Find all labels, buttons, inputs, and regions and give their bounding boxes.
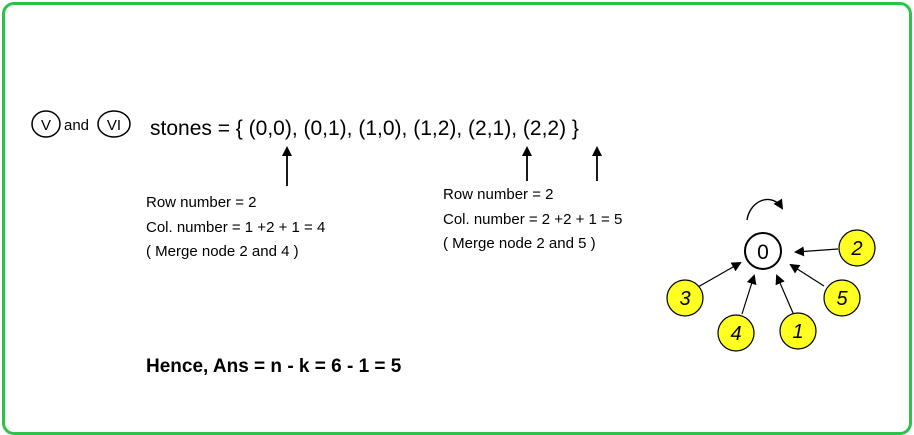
graph-node-2-label: 2 <box>850 238 862 260</box>
edge-1-to-0 <box>775 274 794 314</box>
graph-node-4-label: 4 <box>730 323 741 345</box>
marker-v-label: V <box>41 117 51 134</box>
conclusion-text: Hence, Ans = n - k = 6 - 1 = 5 <box>146 356 402 377</box>
marker-v-circle <box>31 110 61 138</box>
edge-4-to-0 <box>741 274 757 315</box>
graph-node-5 <box>823 279 861 317</box>
graph-node-3 <box>666 279 704 317</box>
graph-node-3-label: 3 <box>679 288 690 310</box>
stones-set: stones = { (0,0), (0,1), (1,0), (1,2), (… <box>150 117 579 140</box>
note-left-line1: Row number = 2 <box>146 194 256 211</box>
note-right-line2: Col. number = 2 +2 + 1 = 5 <box>443 211 622 228</box>
graph-node-1 <box>779 312 817 350</box>
graph-node-2 <box>838 229 876 267</box>
graph-node-0 <box>744 232 782 270</box>
edge-3-to-0 <box>697 262 742 288</box>
note-right-line1: Row number = 2 <box>443 186 553 203</box>
graph-node-5-label: 5 <box>836 288 848 310</box>
graph-node-4 <box>717 314 755 352</box>
marker-vi-label: VI <box>107 117 121 134</box>
note-left-line2: Col. number = 1 +2 + 1 = 4 <box>146 219 325 236</box>
edge-5-to-0 <box>789 263 825 287</box>
and-label: and <box>64 117 89 134</box>
edge-2-to-0 <box>794 246 839 257</box>
note-left-line3: ( Merge node 2 and 4 ) <box>146 243 299 260</box>
note-right-line3: ( Merge node 2 and 5 ) <box>443 235 596 252</box>
marker-vi-circle <box>97 110 131 138</box>
graph-node-1-label: 1 <box>792 321 803 343</box>
self-loop-edge <box>746 198 784 221</box>
graph-node-0-label: 0 <box>757 241 769 264</box>
